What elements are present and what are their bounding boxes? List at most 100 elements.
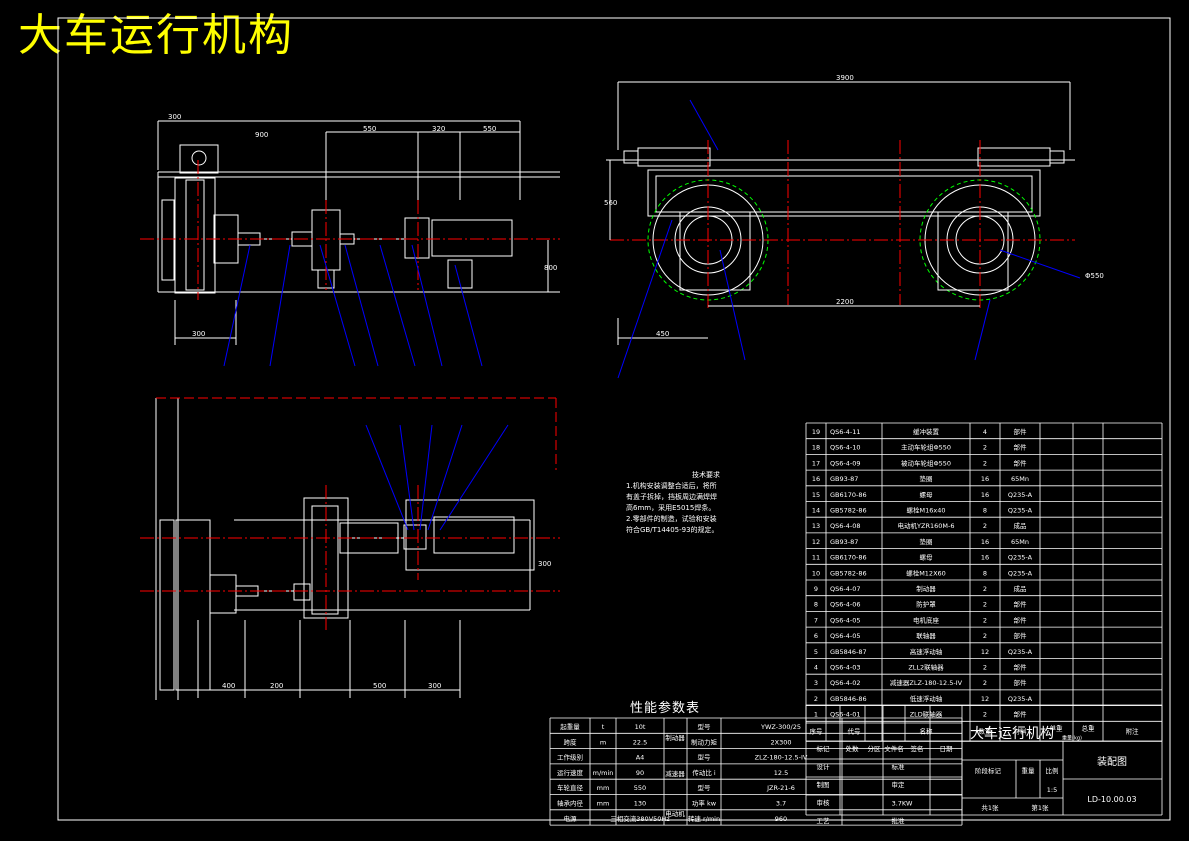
perf-param-name: 车轮直径 — [557, 783, 584, 792]
bom-row-name: 螺栓M12X60 — [906, 568, 946, 577]
svg-text:800: 800 — [544, 264, 557, 272]
svg-text:Φ550: Φ550 — [1085, 272, 1104, 280]
bom-header-weight-unit: 重量(kg) — [1062, 734, 1082, 741]
title-block-role-right: 批准 — [892, 816, 906, 825]
bom-row-name: 制动器 — [916, 584, 936, 593]
bom-row-code: QS6-4-09 — [830, 459, 860, 467]
bom-row-material: 成品 — [1014, 521, 1027, 530]
bom-row-name: 减速器ZLZ-180-12.5-IV — [890, 678, 963, 687]
bom-row-code: QS6-4-06 — [830, 601, 860, 609]
bom-row-number: 12 — [812, 538, 820, 546]
svg-text:300: 300 — [168, 113, 181, 121]
bom-row-code: QS6-4-03 — [830, 664, 860, 672]
bom-row-number: 10 — [812, 569, 820, 577]
perf-spec-value: 960 — [775, 815, 787, 823]
bom-row-code: QS6-4-07 — [830, 585, 860, 593]
title-block-rev-header: 标记 — [817, 744, 831, 753]
plan-view — [140, 397, 560, 700]
perf-param-name: 工作级别 — [557, 753, 583, 762]
bom-row-qty: 12 — [981, 695, 989, 703]
svg-text:400: 400 — [222, 682, 235, 690]
title-block-rev-header: 分区 — [868, 744, 882, 753]
bom-row-qty: 2 — [983, 585, 987, 593]
bom-row-material: 部件 — [1014, 710, 1028, 719]
bom-row-qty: 12 — [981, 648, 989, 656]
bom-row-qty: 2 — [983, 616, 987, 624]
tech-req-line: 符合GB/T14405-93的规定。 — [626, 526, 719, 534]
bom-row-number: 1 — [814, 711, 818, 719]
bom-row-number: 17 — [812, 459, 820, 467]
perf-param-unit: t — [602, 723, 605, 731]
bom-header-number: 序号 — [810, 726, 824, 735]
bom-row-code: QS6-4-05 — [830, 616, 860, 624]
bom-row-material: 部件 — [1014, 443, 1028, 452]
bom-row-name: 被动车轮组Φ550 — [901, 458, 951, 467]
bom-row-qty: 2 — [983, 679, 987, 687]
title-block-drawing-type: 装配图 — [1097, 755, 1127, 768]
bom-row-material: Q235-A — [1008, 569, 1033, 577]
perf-group-reducer: 减速器 — [665, 769, 685, 778]
bom-row-number: 9 — [814, 585, 818, 593]
drawing-title: 大车运行机构 — [18, 10, 294, 61]
bom-row-qty: 2 — [983, 601, 987, 609]
bom-row-name: 螺栓M16x40 — [907, 506, 946, 515]
title-block-rev-header: 处数 — [846, 744, 860, 753]
perf-param-name: 运行速度 — [557, 768, 584, 777]
side-view — [140, 120, 560, 367]
perf-spec-name: 传动比 i — [692, 768, 716, 777]
title-block-stage-label: 阶段标记 — [975, 766, 1002, 775]
title-block-role-right: 标准 — [892, 762, 906, 771]
tech-req-line: 有盖子拆掉，挡板周边满焊焊 — [626, 493, 717, 501]
bom-row-qty: 4 — [983, 428, 987, 436]
bom-row-number: 18 — [812, 444, 820, 452]
title-block-name: 大车运行机构 — [970, 725, 1054, 742]
perf-param-unit: m/min — [593, 769, 614, 777]
svg-text:550: 550 — [483, 125, 496, 133]
perf-param-value: A4 — [636, 754, 645, 762]
bom-row-qty: 2 — [983, 459, 987, 467]
bom-row-name: 低速浮动轴 — [910, 694, 943, 703]
title-block-rev-header: 签名 — [911, 744, 924, 753]
bom-row-number: 3 — [814, 679, 818, 687]
bom-row-material: 部件 — [1014, 427, 1028, 436]
bom-row-material: Q235-A — [1008, 554, 1033, 562]
tech-req-line: 高6mm，采用E5015焊条。 — [626, 504, 716, 512]
perf-param-unit: m — [600, 738, 606, 746]
svg-text:450: 450 — [656, 330, 669, 338]
bom-header-name: 名称 — [920, 726, 934, 735]
bom-row-code: QS6-4-10 — [830, 444, 860, 452]
perf-spec-name: 型号 — [698, 753, 712, 762]
svg-text:320: 320 — [432, 125, 445, 133]
bom-row-qty: 2 — [983, 522, 987, 530]
bom-row-code: GB6170-86 — [830, 554, 867, 562]
bom-row-number: 15 — [812, 491, 820, 499]
bom-row-number: 11 — [812, 554, 820, 562]
bom-row-qty: 8 — [983, 507, 987, 515]
bom-row-qty: 16 — [981, 538, 989, 546]
tech-req-title: 技术要求 — [692, 471, 720, 479]
bom-row-qty: 2 — [983, 444, 987, 452]
perf-spec-value: JZR-21-6 — [766, 784, 795, 792]
bom-row-code: QS6-4-11 — [830, 428, 860, 436]
bom-row-number: 13 — [812, 522, 820, 530]
title-block-stage-label: 比例 — [1046, 766, 1059, 775]
perf-group-motor: 电动机 — [665, 809, 685, 818]
svg-text:550: 550 — [363, 125, 376, 133]
bom-table: 1 9 QS6-4-11 缓冲装置 4 部件 18 QS6-4-10 主动车轮组Φ550 2 部件 1… — [805, 422, 1163, 742]
bom-header-remarks: 附注 — [1126, 726, 1140, 735]
svg-text:2200: 2200 — [836, 298, 854, 306]
bom-row-qty: 2 — [983, 632, 987, 640]
bom-row-material: 部件 — [1014, 615, 1028, 624]
bom-row-code: GB93-87 — [830, 538, 858, 546]
bom-row-name: 主动车轮组Φ550 — [901, 443, 951, 452]
perf-spec-name: 转速 r/min — [688, 814, 720, 823]
bom-row-name: 缓冲装置 — [913, 427, 940, 436]
technical-requirements: 技术要求 1.机构安装调整合适后，将所 有盖子拆掉，挡板周边满焊焊 高6mm，采… — [626, 470, 786, 536]
bom-row-material: 部件 — [1014, 663, 1028, 672]
bom-row-code: QS6-4-02 — [830, 679, 860, 687]
performance-table-title: 性能参数表 — [630, 701, 701, 716]
bom-row-code: GB5846-87 — [830, 648, 867, 656]
bom-header-code: 代号 — [848, 726, 862, 735]
